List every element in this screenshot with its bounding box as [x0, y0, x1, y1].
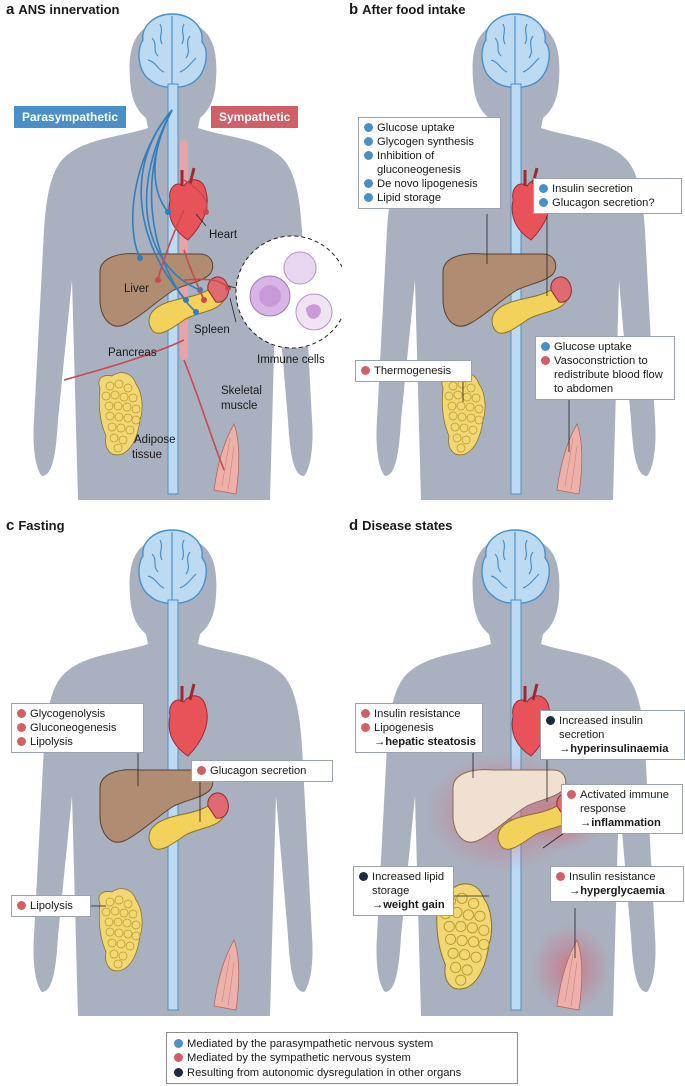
immune-cell-2	[283, 251, 317, 285]
liver-effects-box: Glucose uptake Glycogen synthesis Inhibi…	[358, 117, 501, 209]
sympathetic-nerves	[63, 179, 229, 471]
sympathetic-tag: Sympathetic	[211, 106, 299, 128]
panel-b-figure	[376, 13, 656, 500]
spleen-label: Spleen	[194, 324, 230, 336]
muscle-disease-box: Insulin resistance →hyperglycaemia	[550, 866, 684, 902]
pancreas-disease-box: Increased insulin secretion →hyperinsuli…	[540, 710, 685, 760]
heart-label: Heart	[209, 229, 238, 241]
legend-parasympathetic: Mediated by the parasympathetic nervous …	[174, 1037, 510, 1051]
panel-d-figure	[376, 529, 656, 1016]
pancreas-label: Pancreas	[108, 347, 157, 359]
liver-label: Liver	[124, 283, 149, 295]
adipose-effects-box: Thermogenesis	[355, 360, 472, 382]
liver-disease-box: Insulin resistance Lipogenesis →hepatic …	[355, 703, 483, 753]
parasympathetic-tag: Parasympathetic	[14, 106, 127, 128]
immune-cells-label: Immune cells	[257, 354, 325, 366]
spleen-disease-box: Activated immune response →inflammation	[561, 784, 683, 834]
fatty-liver	[452, 769, 567, 843]
legend-dysregulation: Resulting from autonomic dysregulation i…	[174, 1066, 510, 1080]
adipose-fasting-box: Lipolysis	[11, 895, 91, 917]
muscle-effects-box: Glucose uptake Vasoconstriction to redis…	[535, 336, 675, 400]
pancreas-fasting-box: Glucagon secretion	[191, 760, 333, 782]
adipose-disease-box: Increased lipid storage →weight gain	[353, 866, 454, 916]
parasympathetic-nerves	[131, 109, 201, 313]
legend: Mediated by the parasympathetic nervous …	[166, 1032, 518, 1084]
pancreas-effects-box: Insulin secretion Glucagon secretion?	[533, 178, 682, 214]
panel-a-figure	[33, 13, 342, 500]
liver-fasting-box: Glycogenolysis Gluconeogenesis Lipolysis	[11, 703, 144, 753]
legend-sympathetic: Mediated by the sympathetic nervous syst…	[174, 1051, 510, 1065]
